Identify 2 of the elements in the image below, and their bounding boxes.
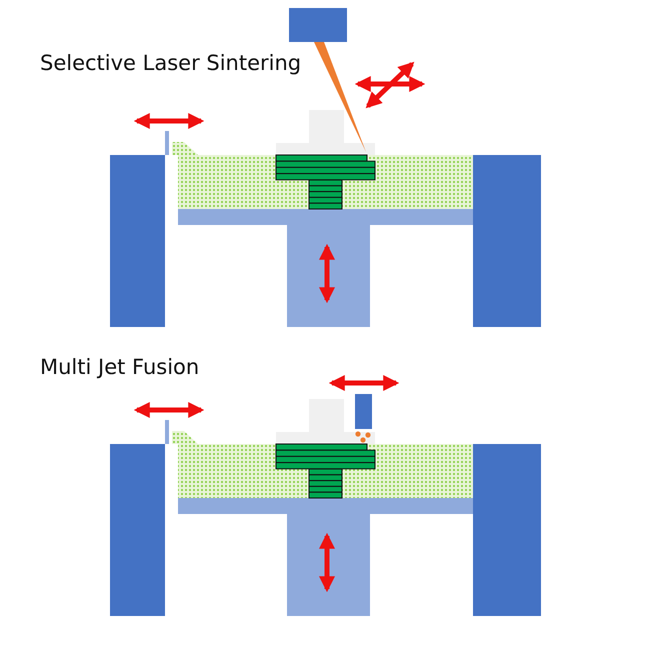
section-heading: Multi Jet Fusion	[40, 354, 200, 380]
section-heading: Selective Laser Sintering	[40, 50, 302, 76]
